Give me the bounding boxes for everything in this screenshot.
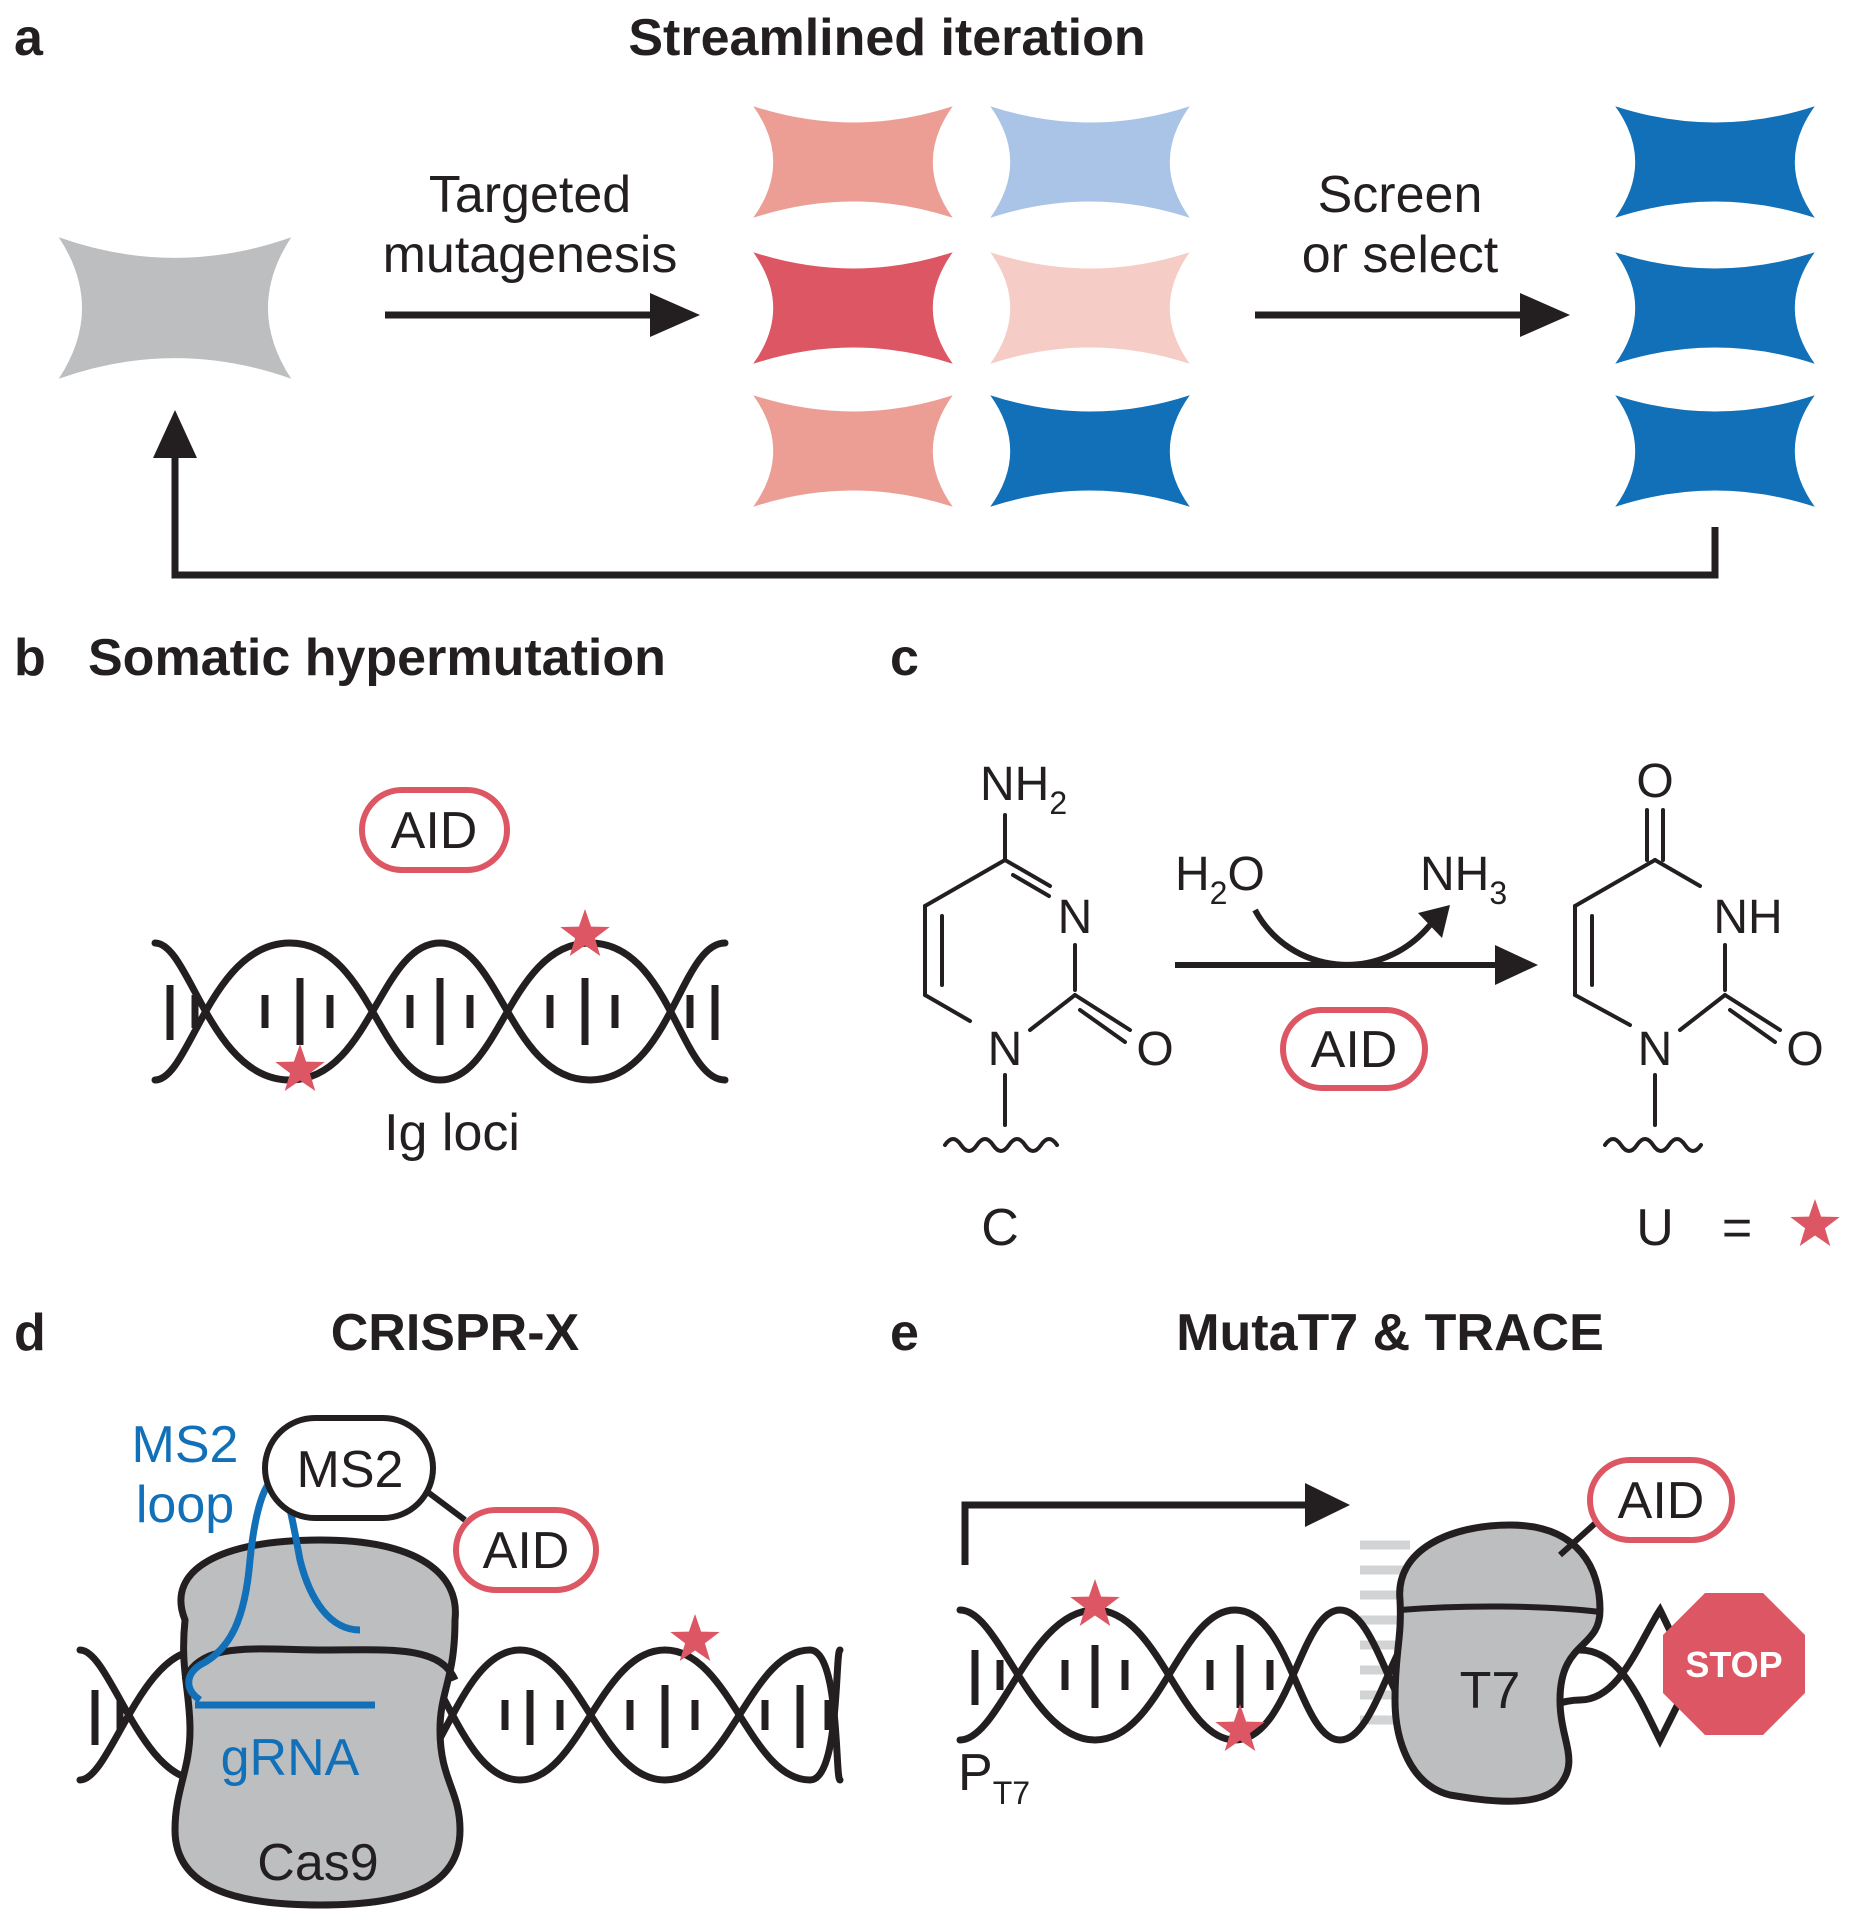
mutation-star-b2 <box>275 1044 325 1091</box>
uracil-nh: NH <box>1713 891 1782 944</box>
panel-e-letter: e <box>890 1304 919 1362</box>
panel-a: a Streamlined iteration Targeted mutagen… <box>14 9 1815 579</box>
variant-4 <box>990 252 1190 364</box>
stop-label: STOP <box>1685 1644 1782 1685</box>
ms2-coat-label: MS2 <box>297 1441 404 1499</box>
cytosine-n3: N <box>1058 891 1093 944</box>
dna-helix-b <box>151 939 729 1084</box>
panel-e: e MutaT7 & TRACE <box>890 1304 1805 1811</box>
cytosine-o: O <box>1136 1023 1173 1076</box>
panel-a-letter: a <box>14 9 44 67</box>
panel-d-letter: d <box>14 1304 46 1362</box>
panel-b-title: Somatic hypermutation <box>88 629 666 687</box>
water-sub: 2 <box>1210 875 1228 911</box>
variant-1 <box>753 106 953 218</box>
ms2-loop-label-line2: loop <box>136 1476 234 1534</box>
variant-library <box>753 106 1190 507</box>
promoter-subscript: T7 <box>993 1775 1030 1811</box>
dna-helix-e <box>956 1603 1724 1748</box>
transcription-arrowhead <box>1305 1483 1350 1527</box>
equals-sign: = <box>1722 1199 1752 1257</box>
svg-text:H2O: H2O <box>1175 848 1265 911</box>
ms2-aid-linker <box>423 1487 467 1523</box>
uracil-structure: O NH N O <box>1573 755 1824 1153</box>
aid-enzyme-b <box>359 787 510 873</box>
cytosine-nh2-sub: 2 <box>1049 785 1067 821</box>
variant-3 <box>753 252 953 364</box>
selected-variants <box>1615 106 1815 507</box>
grna-label: gRNA <box>221 1729 360 1787</box>
promoter-label: P <box>958 1744 993 1802</box>
aid-label-d: AID <box>483 1522 570 1580</box>
svg-text:NH3: NH3 <box>1420 848 1507 911</box>
panel-d: d CRISPR-X Cas9 gRNA MS2 loop <box>14 1304 844 1909</box>
ms2-loop-rna <box>185 1476 361 1703</box>
selected-3 <box>1615 395 1815 507</box>
aid-label-e: AID <box>1618 1472 1705 1530</box>
panel-c: c NH2 N N O C H2O NH3 <box>890 629 1840 1257</box>
curved-arrowhead <box>1418 905 1450 938</box>
aid-enzyme-c <box>1280 1007 1428 1091</box>
iteration-loop-arrow <box>171 445 1719 579</box>
iteration-loop-arrowhead <box>153 410 197 458</box>
uracil-o2: O <box>1786 1023 1823 1076</box>
panel-c-letter: c <box>890 629 919 687</box>
ig-loci-label: Ig loci <box>384 1104 520 1162</box>
curved-reaction-arrow <box>1252 908 1433 968</box>
mutation-star-e2 <box>1215 1704 1265 1751</box>
selected-1 <box>1615 106 1815 218</box>
ms2-coat-protein <box>262 1415 436 1521</box>
cytosine-nh2: NH <box>980 758 1049 811</box>
svg-text:PT7: PT7 <box>958 1744 1030 1811</box>
parent-protein-shape <box>58 237 292 379</box>
arrow1-label-line1: Targeted <box>429 166 631 224</box>
variant-6 <box>990 395 1190 507</box>
panel-d-title: CRISPR-X <box>331 1304 580 1362</box>
aid-enzyme-d <box>453 1507 599 1593</box>
aid-label-b: AID <box>391 802 478 860</box>
ammonia-nh: NH <box>1420 848 1489 901</box>
t7-polymerase <box>1391 1521 1604 1805</box>
uracil-o4: O <box>1636 755 1673 808</box>
svg-text:NH2: NH2 <box>980 758 1067 821</box>
cytosine-structure: NH2 N N O C <box>923 758 1174 1257</box>
cytosine-n1: N <box>988 1023 1023 1076</box>
aid-label-c: AID <box>1311 1021 1398 1079</box>
mutagenesis-arrowhead <box>650 293 700 337</box>
stop-sign <box>1663 1593 1805 1735</box>
product-label: U <box>1636 1199 1674 1257</box>
reaction-arrowhead <box>1495 945 1538 985</box>
water-h: H <box>1175 848 1210 901</box>
cas9-protein <box>171 1536 464 1909</box>
panel-b: b Somatic hypermutation AID Ig loci <box>14 629 729 1162</box>
t7-label: T7 <box>1460 1662 1521 1720</box>
water-o: O <box>1227 848 1264 901</box>
arrow2-label-line1: Screen <box>1318 166 1483 224</box>
uracil-n1: N <box>1638 1023 1673 1076</box>
ammonia-sub: 3 <box>1489 875 1507 911</box>
screen-arrowhead <box>1520 293 1570 337</box>
variant-2 <box>990 106 1190 218</box>
uracil-star-legend <box>1790 1199 1840 1246</box>
panel-a-title: Streamlined iteration <box>628 9 1145 67</box>
arrow2-label-line2: or select <box>1302 226 1499 284</box>
substrate-label: C <box>981 1199 1019 1257</box>
aid-enzyme-e <box>1587 1457 1735 1543</box>
cas9-label: Cas9 <box>257 1834 378 1892</box>
selected-2 <box>1615 252 1815 364</box>
ms2-loop-label-line1: MS2 <box>132 1416 239 1474</box>
t7-dna-channel <box>1399 1603 1601 1615</box>
transcription-start-arrow <box>961 1501 1310 1565</box>
panel-e-title: MutaT7 & TRACE <box>1176 1304 1604 1362</box>
arrow1-label-line2: mutagenesis <box>383 226 678 284</box>
panel-b-letter: b <box>14 629 46 687</box>
variant-5 <box>753 395 953 507</box>
mutation-star-e1 <box>1070 1579 1120 1626</box>
